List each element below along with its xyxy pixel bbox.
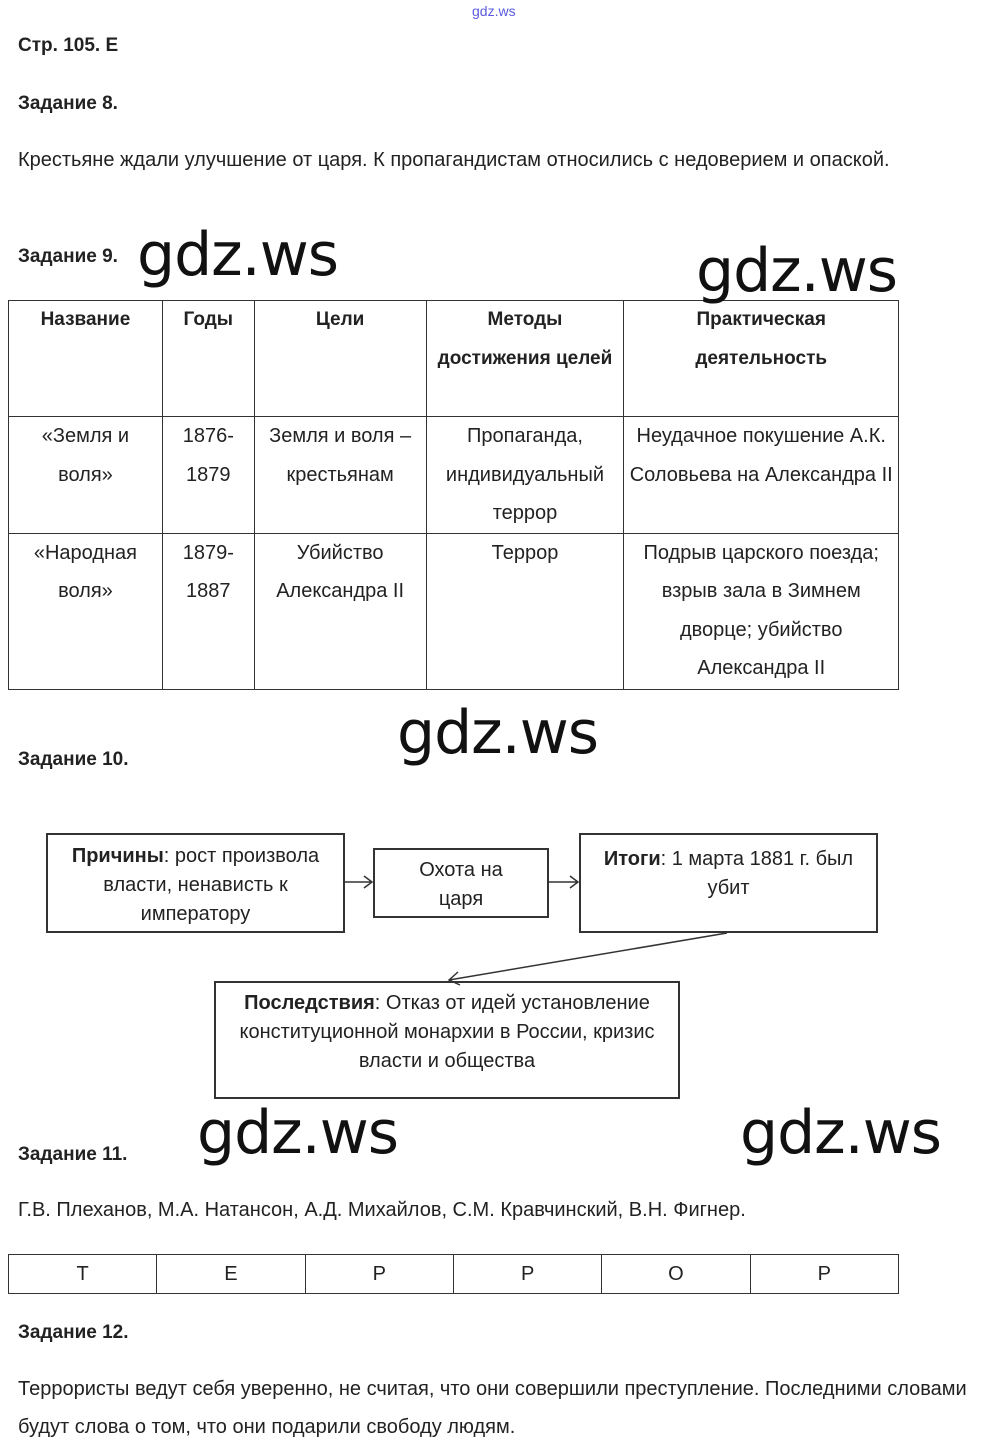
watermark: gdz.ws [197, 1098, 399, 1168]
header-cell: Цели [253, 300, 427, 417]
letters-table: Т Е Р Р О Р [7, 1254, 900, 1294]
letter-cell: Т [7, 1254, 158, 1294]
task8-title: Задание 8. [18, 93, 118, 114]
header-cell: Практическая деятельность [623, 300, 899, 417]
watermark: gdz.ws [740, 1098, 942, 1168]
cell: 1876-1879 [161, 416, 255, 534]
arrow-icon [447, 932, 728, 986]
task12-title: Задание 12. [18, 1322, 129, 1343]
task11-text: Г.В. Плеханов, М.А. Натансон, А.Д. Михай… [18, 1199, 746, 1221]
header-cell: Годы [161, 300, 255, 417]
letter-cell: Р [749, 1254, 900, 1294]
task10-title: Задание 10. [18, 749, 129, 770]
letter-cell: О [601, 1254, 751, 1294]
results-label: Итоги [603, 848, 661, 870]
results-text: : 1 марта 1881 г. был убит [660, 848, 854, 899]
watermark: gdz.ws [137, 220, 339, 290]
consequences-box: Последствия: Отказ от идей установление … [214, 981, 680, 1099]
arrow-icon [345, 875, 374, 889]
watermark: gdz.ws [696, 236, 898, 306]
header-cell: Методы достижения целей [425, 300, 625, 417]
cell: «Земля и воля» [8, 416, 163, 534]
cell: Неудачное покушение А.К. Соловьева на Ал… [623, 416, 899, 534]
cell: Подрыв царского поезда; взрыв зала в Зим… [623, 532, 899, 690]
task9-title: Задание 9. [18, 246, 118, 267]
page-header: Стр. 105. Е [18, 35, 119, 56]
consequences-label: Последствия [244, 992, 375, 1014]
cell: Пропаганда, индивидуальный террор [425, 416, 625, 534]
table-row: «Земля и воля» 1876-1879 Земля и воля – … [8, 416, 899, 534]
task11-title: Задание 11. [18, 1144, 128, 1165]
site-mark[interactable]: gdz.ws [472, 3, 516, 19]
task12-text: Террористы ведут себя уверенно, не счита… [18, 1378, 967, 1438]
table-row: «Народная воля» 1879-1887 Убийство Алекс… [8, 532, 899, 690]
causes-text: : рост произвола власти, ненависть к имп… [103, 845, 320, 925]
cell: Земля и воля – крестьянам [253, 416, 427, 534]
organizations-table: Название Годы Цели Методы достижения цел… [8, 300, 899, 690]
results-box: Итоги: 1 марта 1881 г. был убит [579, 833, 878, 933]
event-box: Охота на царя [373, 848, 549, 918]
causes-box: Причины: рост произвола власти, ненавист… [46, 833, 345, 933]
task8-text: Крестьяне ждали улучшение от царя. К про… [18, 149, 890, 171]
letter-cell: Р [452, 1254, 603, 1294]
consequences-text: : Отказ от идей установление конституцио… [239, 992, 655, 1072]
watermark: gdz.ws [397, 698, 599, 768]
header-cell: Название [8, 300, 163, 417]
letter-cell: Е [156, 1254, 306, 1294]
cell: Убийство Александра II [253, 532, 427, 690]
letter-cell: Р [304, 1254, 454, 1294]
arrow-icon [549, 875, 580, 889]
cell: «Народная воля» [8, 532, 163, 690]
cell: 1879-1887 [161, 532, 255, 690]
causes-label: Причины [71, 845, 164, 867]
cell: Террор [425, 532, 625, 690]
